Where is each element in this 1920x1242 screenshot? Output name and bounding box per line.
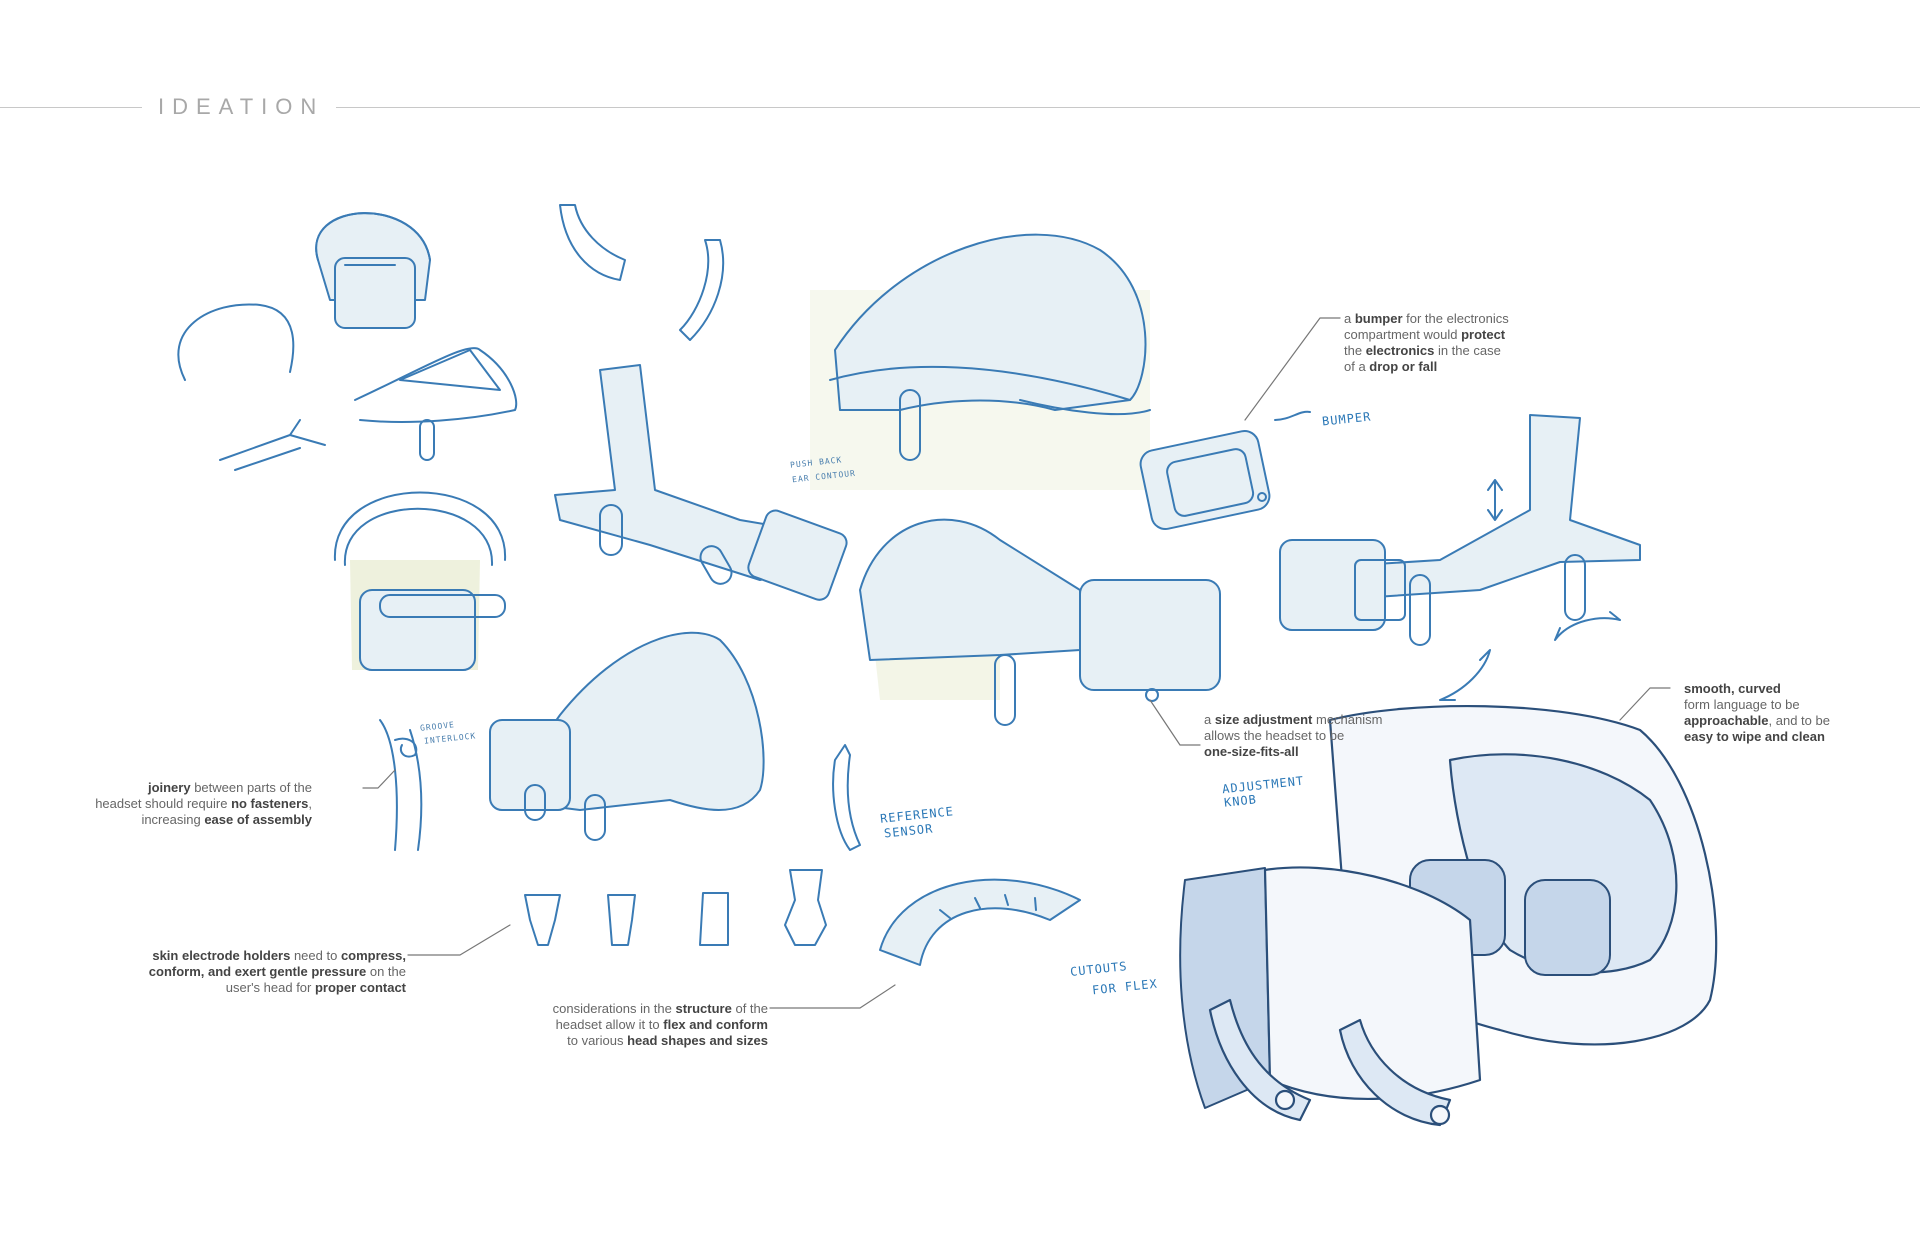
note-run: mechanism [1312,712,1383,727]
note-run: a [1204,712,1215,727]
note-run: between parts of the [190,780,312,795]
note-run: compress, [340,948,406,963]
note-run: conform, and exert gentle pressure [148,964,367,979]
sketch-arm-a [559,204,626,281]
header-rule-left [0,107,142,108]
sketch-headset-side-top [810,233,1151,490]
sketch-headset-front-small [315,212,431,329]
note-run: user's head for [225,980,315,995]
note-run: flex and conform [663,1017,768,1032]
note-electrode-holders: skin electrode holders need to compress,… [149,948,406,996]
note-run: of a [1344,359,1370,374]
sketch-headset-t [554,364,848,601]
header-rule-right [336,107,1920,108]
note-run: for the electronics [1402,311,1509,326]
note-run: considerations in the [552,1001,676,1016]
note-run: one-size-fits-all [1204,744,1299,759]
note-run: size adjustment [1214,712,1313,727]
note-run: form language to be [1684,697,1800,712]
note-run: compartment would [1344,327,1462,342]
note-run: to various [567,1033,628,1048]
note-run: headset should require [95,796,232,811]
leader-lines [362,317,1671,1009]
note-run: ease of assembly [204,812,312,827]
note-run: easy to wipe and clean [1684,729,1825,744]
note-run: in the case [1434,343,1501,358]
note-run: no fasteners [231,796,309,811]
sketch-headset-front-large [333,491,507,671]
note-run: smooth, curved [1684,681,1781,696]
note-run: , [308,796,312,811]
note-run: proper contact [314,980,406,995]
note-run: increasing [141,812,205,827]
sketch-bumper [1139,410,1311,530]
note-run: headset allow it to [555,1017,664,1032]
note-run: on the [366,964,406,979]
sketch-headset-angled [489,631,765,841]
note-run: head shapes and sizes [627,1033,768,1048]
note-run: , and to be [1768,713,1830,728]
sketch-c-band [177,303,295,381]
sketch-interlock-detail [379,719,423,851]
sketch-electrode-holders [524,869,827,946]
sketch-flex-band [879,878,1081,966]
note-structure: considerations in the structure of the he… [553,1001,768,1049]
sketch-y-part [219,419,326,471]
note-run: skin electrode holders [152,948,291,963]
sketch-arm-b [679,239,725,341]
note-run: approachable [1684,713,1769,728]
sketch-headset-t-right [1279,414,1641,701]
note-run: protect [1461,327,1506,342]
note-run: of the [731,1001,768,1016]
sketch-reference-sensor [832,744,861,851]
note-run: structure [675,1001,732,1016]
note-run: a [1344,311,1355,326]
note-run: drop or fall [1369,359,1438,374]
sketch-headset-triangle [354,347,518,461]
note-run: need to [290,948,341,963]
note-run: allows the headset to be [1204,728,1345,743]
note-run: electronics [1365,343,1435,358]
note-run: the [1344,343,1366,358]
section-title: IDEATION [158,94,325,119]
note-run: bumper [1354,311,1403,326]
render-headset [1179,704,1718,1127]
sketch-headset-box [859,518,1221,726]
note-run: joinery [147,780,191,795]
